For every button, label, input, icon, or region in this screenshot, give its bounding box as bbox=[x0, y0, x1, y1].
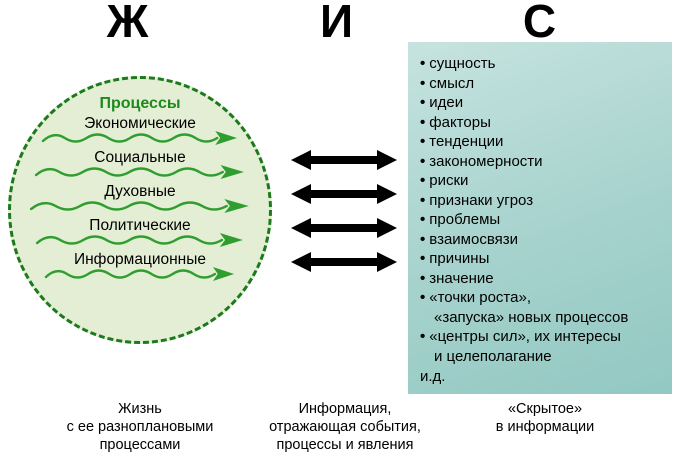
list-item: •проблемы bbox=[420, 211, 501, 228]
process-row: Информационные bbox=[44, 251, 236, 283]
wavy-arrow-icon bbox=[34, 165, 244, 179]
caption-hidden: «Скрытое» в информации bbox=[495, 401, 595, 435]
list-item: •«точки роста», «запуска» новых процессо… bbox=[420, 289, 629, 326]
bullet-icon: • bbox=[420, 74, 426, 92]
list-item: •значение bbox=[420, 269, 494, 287]
process-row: Духовные bbox=[29, 183, 251, 215]
list-item: •сущность bbox=[420, 55, 496, 72]
process-label: Экономические bbox=[84, 115, 196, 132]
wavy-arrow-icon bbox=[35, 233, 243, 247]
bullet-icon: • bbox=[420, 289, 426, 306]
list-item: •факторы bbox=[420, 113, 491, 131]
hidden-info-list: •сущность •смысл •идеи •факторы •тенденц… bbox=[420, 54, 662, 366]
caption-information: Информация, отражающая события, процессы… bbox=[269, 401, 421, 453]
life-processes-circle: Процессы Экономические Социальные Духовн… bbox=[8, 76, 272, 344]
list-item: •риски bbox=[420, 172, 469, 189]
double-arrow-icon bbox=[291, 218, 397, 238]
list-item: •закономерности bbox=[420, 152, 543, 170]
process-row: Экономические bbox=[41, 115, 239, 147]
bullet-icon: • bbox=[420, 328, 426, 345]
wavy-arrow-icon bbox=[41, 131, 238, 145]
list-item: •признаки угроз bbox=[420, 191, 534, 209]
wavy-arrow-icon bbox=[29, 199, 249, 213]
exchange-arrows bbox=[289, 148, 399, 274]
process-label: Социальные bbox=[94, 149, 186, 166]
double-arrow-icon bbox=[291, 252, 397, 272]
bullet-icon: • bbox=[420, 230, 426, 248]
process-label: Духовные bbox=[104, 183, 176, 200]
process-row: Социальные bbox=[34, 149, 246, 181]
list-item: •тенденции bbox=[420, 133, 504, 150]
list-item: •смысл bbox=[420, 74, 475, 92]
wavy-arrow-icon bbox=[44, 267, 235, 281]
double-arrow-icon bbox=[291, 184, 397, 204]
bullet-icon: • bbox=[420, 191, 426, 209]
list-item: •причины bbox=[420, 250, 490, 267]
bullet-icon: • bbox=[420, 152, 426, 170]
bullet-icon: • bbox=[420, 113, 426, 131]
list-item: •идеи bbox=[420, 94, 464, 111]
header-letter-s: С bbox=[522, 0, 558, 47]
list-item: •взаимосвязи bbox=[420, 230, 518, 248]
process-row: Политические bbox=[35, 217, 245, 249]
bullet-icon: • bbox=[420, 269, 426, 287]
header-letter-i: И bbox=[319, 0, 355, 47]
bullet-icon: • bbox=[420, 94, 426, 111]
process-label: Информационные bbox=[73, 251, 206, 268]
hidden-info-panel: •сущность •смысл •идеи •факторы •тенденц… bbox=[408, 42, 672, 394]
bullet-icon: • bbox=[420, 55, 426, 72]
panel-footer: и.д. bbox=[420, 368, 446, 385]
circle-title: Процессы bbox=[99, 95, 181, 112]
process-label: Политические bbox=[89, 217, 191, 234]
bullet-icon: • bbox=[420, 211, 426, 228]
bullet-icon: • bbox=[420, 172, 426, 189]
bullet-icon: • bbox=[420, 250, 426, 267]
header-letter-zh: Ж bbox=[106, 0, 150, 47]
list-item: •«центры сил», их интересы и целеполаган… bbox=[420, 328, 621, 365]
double-arrow-icon bbox=[291, 150, 397, 170]
bullet-icon: • bbox=[420, 133, 426, 150]
caption-life: Жизнь с ее разноплановыми процессами bbox=[66, 401, 214, 453]
